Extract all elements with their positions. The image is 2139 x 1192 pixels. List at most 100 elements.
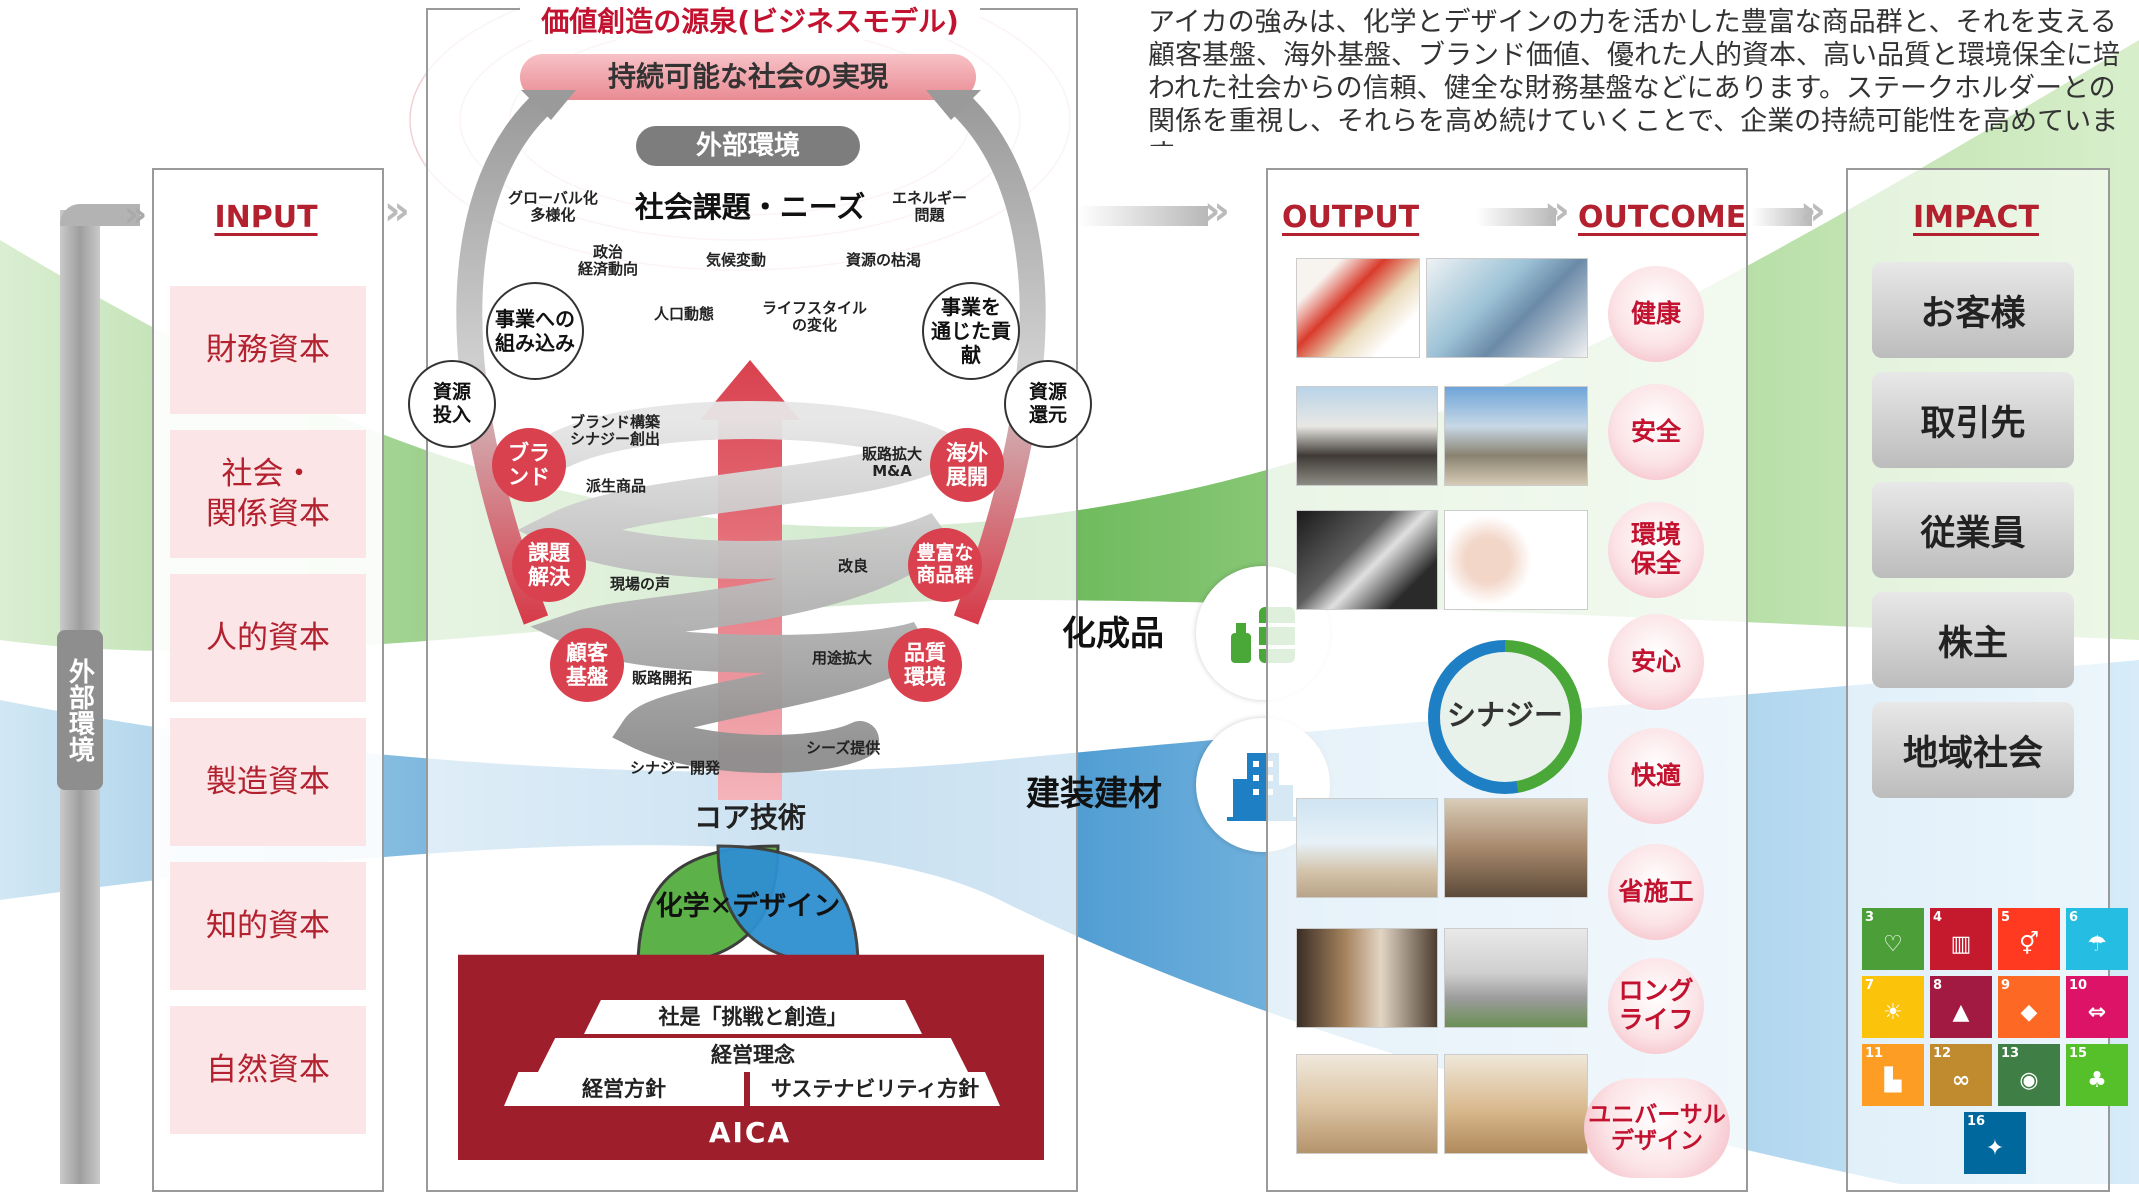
sdg-number: 3	[1865, 910, 1875, 925]
overseas-badge: 海外 展開	[930, 428, 1004, 502]
sdg-number: 13	[2001, 1046, 2020, 1061]
sdg-number: 4	[1933, 910, 1943, 925]
sdg-glyph-icon: ∞	[1951, 1068, 1971, 1093]
sdg-glyph-icon: ▲	[1952, 1000, 1970, 1025]
brand-badge: ブラ ンド	[492, 428, 566, 502]
sdg-glyph-icon: ⇔	[2087, 1000, 2107, 1025]
sdg-glyph-icon: ✦	[1985, 1136, 2005, 1161]
spiral-label-brand: ブランド構築 シナジー創出	[570, 413, 661, 448]
external-env-label: 外部環境	[57, 630, 103, 790]
issue-politics: 政治 経済動向	[578, 243, 639, 278]
sdg-number: 8	[1933, 978, 1943, 993]
sdg-glyph-icon: ▙	[1884, 1068, 1902, 1093]
issue-lifestyle: ライフスタイル の変化	[762, 299, 868, 334]
quality-env-badge: 品質 環境	[888, 628, 962, 702]
product-photo-2	[1426, 258, 1588, 358]
product-photo-7	[1296, 798, 1438, 898]
cycle-arrows	[456, 90, 1046, 625]
sdg-glyph-icon: ♡	[1883, 932, 1903, 957]
product-photo-8	[1444, 798, 1588, 898]
product-photo-12	[1444, 1054, 1588, 1154]
problem-solving-badge: 課題 解決	[512, 528, 586, 602]
issue-climate: 気候変動	[706, 251, 767, 269]
sdg-number: 5	[2001, 910, 2011, 925]
sdg-number: 6	[2069, 910, 2079, 925]
issue-globalization: グローバル化 多様化	[508, 189, 598, 224]
outcome-universal-design: ユニバーサル デザイン	[1584, 1078, 1730, 1178]
spiral-label-ma: 販路拡大 M&A	[862, 445, 923, 480]
integration-badge: 事業への 組み込み	[486, 282, 584, 380]
segment-building: 建装建材	[1026, 774, 1162, 814]
impact-arrow	[1752, 208, 1812, 226]
sdg-glyph-icon: ⚥	[2019, 932, 2039, 957]
foundation-philosophy: 経営理念	[538, 1038, 968, 1072]
sdg-icon-6: 6☂	[2066, 908, 2128, 970]
core-leaves	[636, 844, 860, 968]
sdg-number: 16	[1967, 1114, 1986, 1129]
spiral-label-voice: 現場の声	[610, 575, 671, 593]
spiral-label-seeds: シーズ提供	[806, 739, 881, 757]
sdg-glyph-icon: ◆	[2020, 1000, 2038, 1025]
product-photo-6	[1444, 510, 1588, 610]
outcome-heading: OUTCOME	[1578, 200, 1747, 235]
arrow-right-icon-2: »	[1204, 188, 1230, 234]
issue-resources: 資源の枯渇	[846, 251, 922, 269]
outcome-long-life: ロング ライフ	[1608, 958, 1704, 1054]
synergy-label: シナジー	[1446, 698, 1563, 732]
core-tech-label: コア技術	[693, 801, 806, 834]
goal-banner: 持続可能な社会の実現	[520, 54, 976, 100]
customer-base-badge: 顧客 基盤	[550, 628, 624, 702]
outcome-comfort: 快適	[1608, 728, 1704, 824]
sdg-number: 9	[2001, 978, 2011, 993]
segment-chemicals: 化成品	[1062, 614, 1164, 654]
spiral-label-applications: 用途拡大	[812, 649, 873, 667]
stakeholder-shareholders: 株主	[1872, 592, 2074, 688]
input-heading: INPUT	[214, 200, 318, 235]
external-env-pill: 外部環境	[636, 126, 860, 166]
contribution-badge: 事業を 通じた貢献	[922, 282, 1020, 380]
impact-heading: IMPACT	[1913, 200, 2039, 235]
arrow-right-icon-4: »	[1800, 188, 1826, 234]
sdg-icon-4: 4▥	[1930, 908, 1992, 970]
sdg-icon-9: 9◆	[1998, 976, 2060, 1038]
outcome-safety: 安全	[1608, 384, 1704, 480]
product-photo-11	[1296, 1054, 1438, 1154]
issue-energy: エネルギー 問題	[892, 189, 968, 224]
outcome-arrow	[1476, 208, 1556, 226]
sdg-icon-11: 11▙	[1862, 1044, 1924, 1106]
foundation-motto: 社是「挑戦と創造」	[584, 1000, 922, 1034]
capital-manufactured: 製造資本	[170, 718, 366, 846]
sdg-number: 12	[1933, 1046, 1952, 1061]
foundation-sustainability: サステナビリティ方針	[750, 1072, 1000, 1106]
sdg-glyph-icon: ▥	[1950, 932, 1972, 957]
spiral-label-channel: 販路開拓	[632, 669, 693, 687]
outcome-environment: 環境 保全	[1608, 502, 1704, 598]
stakeholder-employees: 従業員	[1872, 482, 2074, 578]
sdg-icon-3: 3♡	[1862, 908, 1924, 970]
external-env-text: 外部環境	[64, 658, 95, 762]
sdg-icon-10: 10 ⇔	[2066, 976, 2128, 1038]
aica-logo: AICA	[708, 1116, 792, 1149]
sdg-icon-7: 7☀	[1862, 976, 1924, 1038]
stakeholder-partners: 取引先	[1872, 372, 2074, 468]
resource-input-badge: 資源 投入	[408, 360, 496, 448]
sdg-icon-15: 15♣	[2066, 1044, 2128, 1106]
product-photo-4	[1444, 386, 1588, 486]
product-photo-3	[1296, 386, 1438, 486]
arrow-right-icon: »	[384, 188, 410, 234]
product-photo-10	[1444, 928, 1588, 1028]
sdg-number: 15	[2069, 1046, 2088, 1061]
capital-human: 人的資本	[170, 574, 366, 702]
external-env-arrow-top	[60, 204, 140, 226]
spiral-label-improvement: 改良	[838, 557, 869, 575]
core-pair-label: 化学✕デザイン	[655, 891, 841, 922]
sdg-icon-13: 13◉	[1998, 1044, 2060, 1106]
product-photo-9	[1296, 928, 1438, 1028]
sdg-icon-5: 5⚥	[1998, 908, 2060, 970]
sdg-number: 10	[2069, 978, 2088, 993]
growth-spiral	[517, 360, 983, 800]
capital-financial: 財務資本	[170, 286, 366, 414]
product-photo-1	[1296, 258, 1420, 358]
output-heading: OUTPUT	[1282, 200, 1420, 235]
product-range-badge: 豊富な 商品群	[908, 528, 982, 602]
